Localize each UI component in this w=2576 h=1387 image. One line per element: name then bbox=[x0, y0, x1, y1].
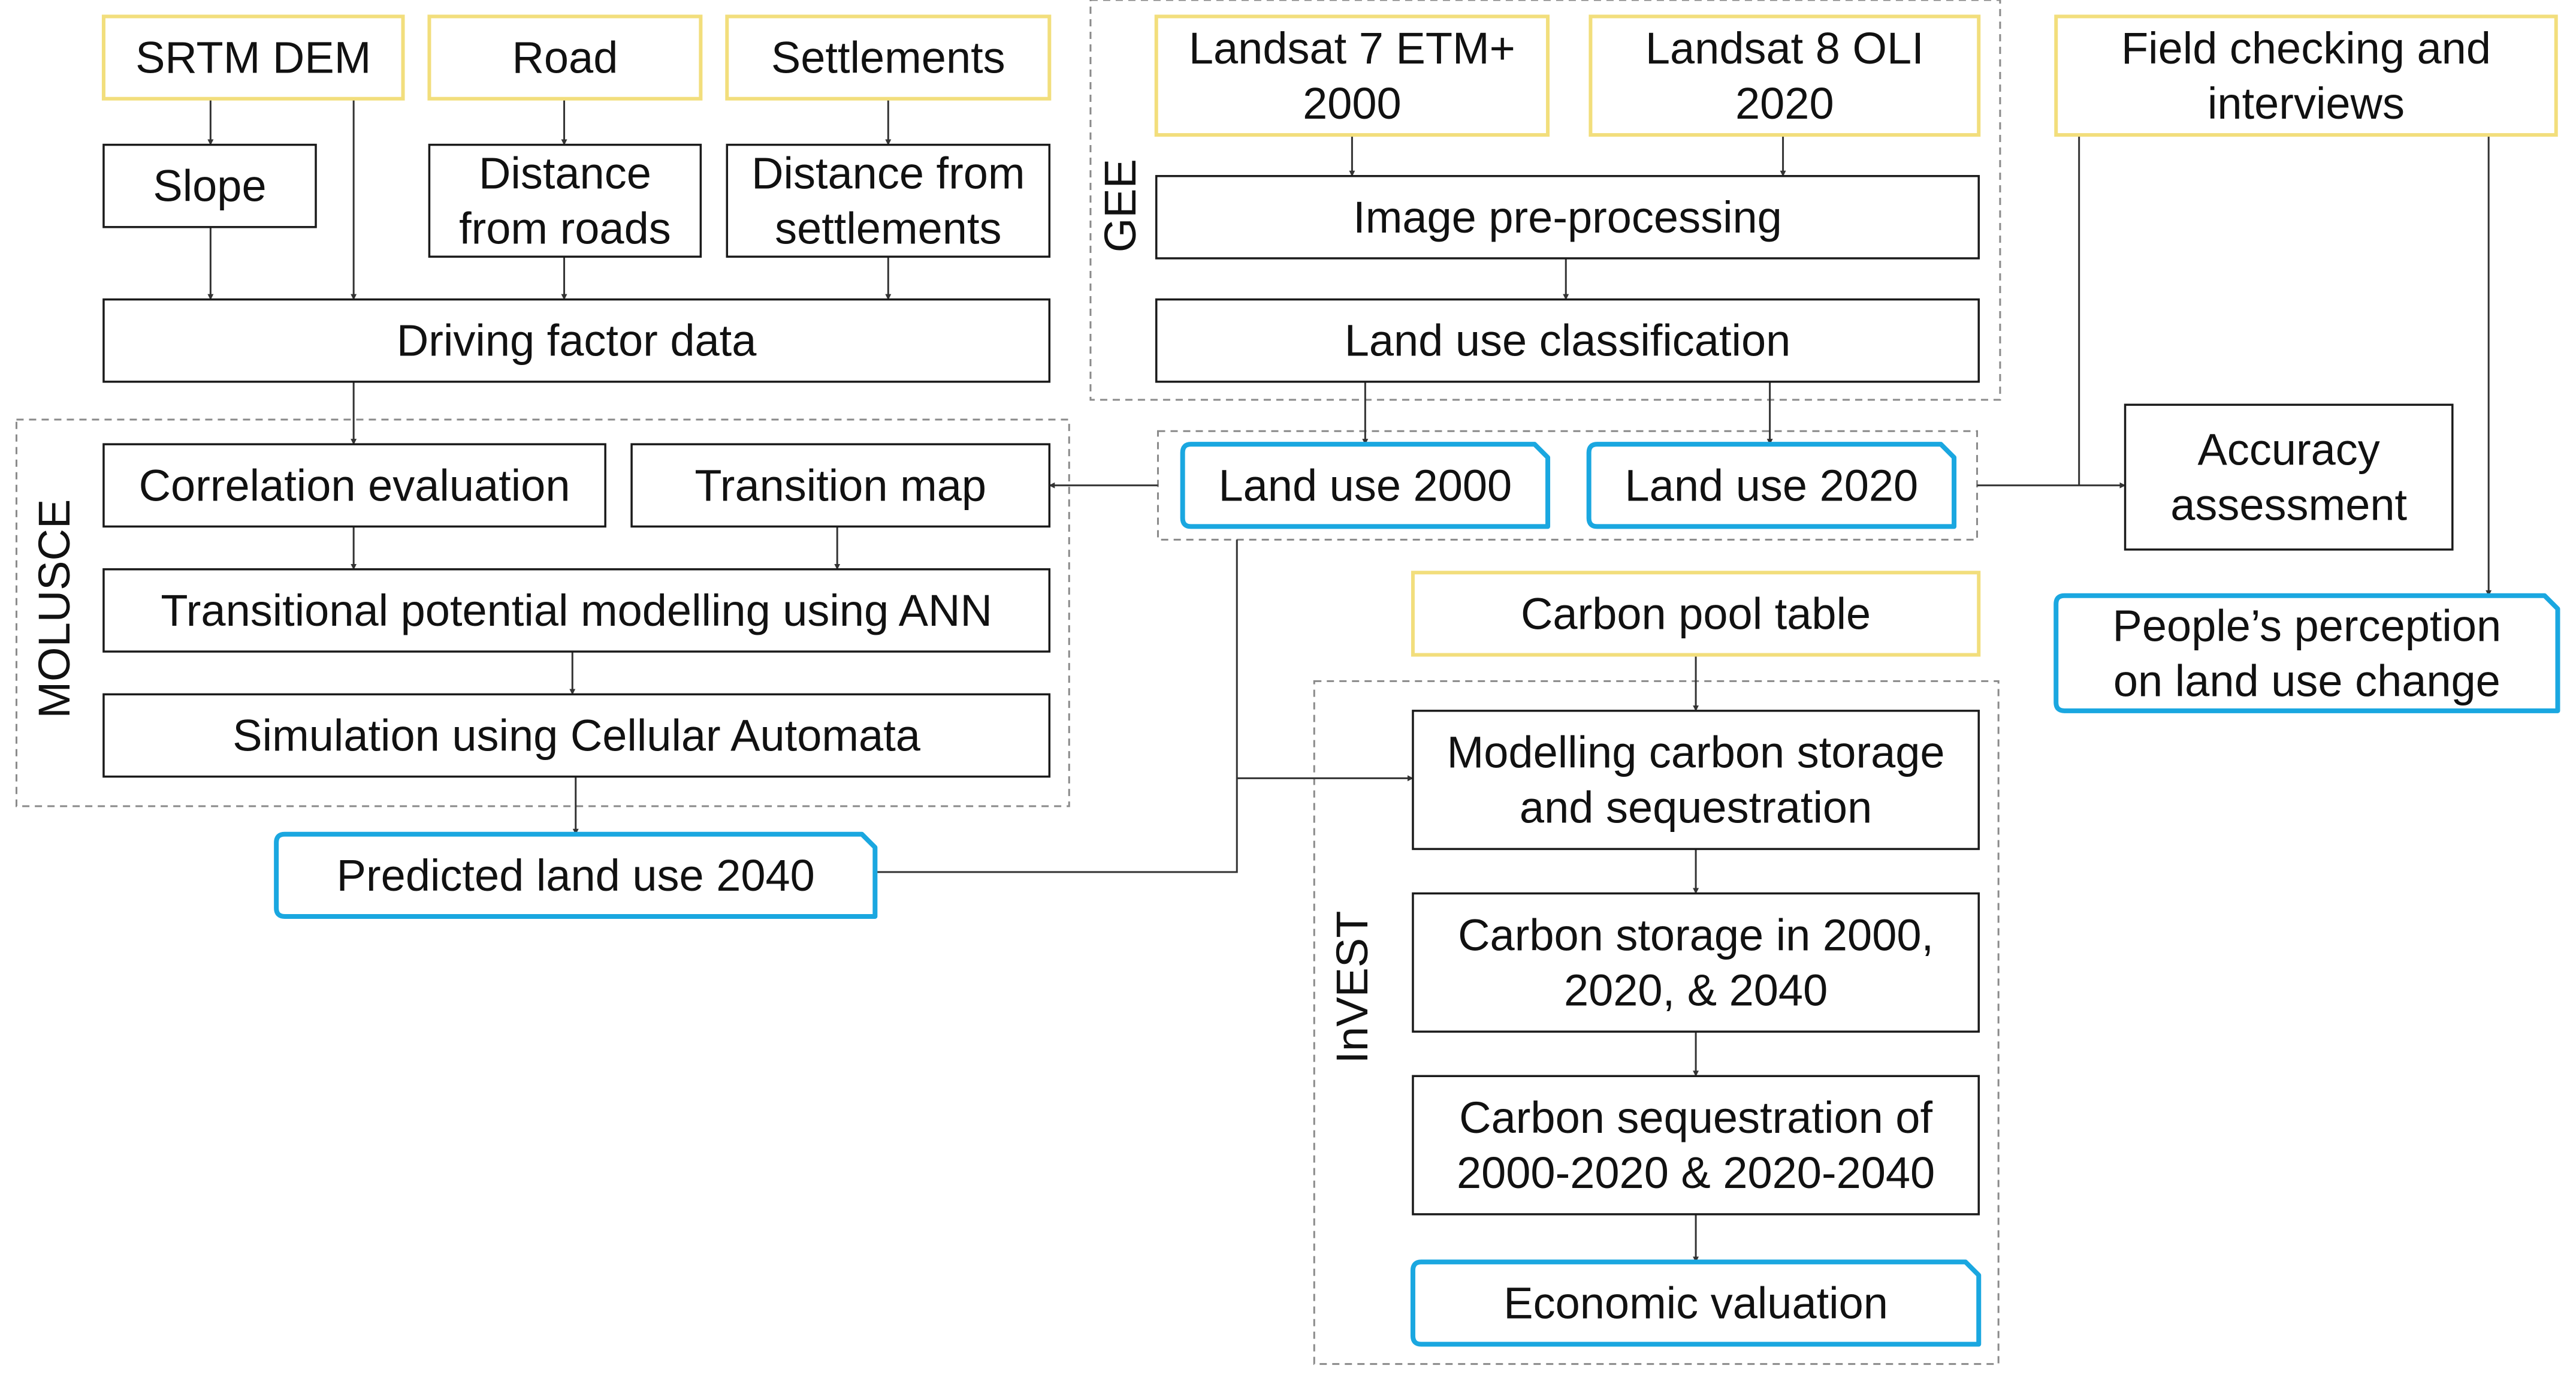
group-invest-container bbox=[1313, 680, 2000, 1365]
node-landuse-2000-label-1: Land use 2000 bbox=[1219, 460, 1512, 510]
node-predicted-2040: Predicted land use 2040 bbox=[274, 831, 878, 919]
node-accuracy-label-2: assessment bbox=[2170, 480, 2407, 530]
node-economic-box bbox=[1410, 1259, 1982, 1347]
node-predicted-2040-label-1: Predicted land use 2040 bbox=[337, 851, 815, 900]
group-gee-container bbox=[1089, 0, 2001, 401]
node-classification-box bbox=[1155, 298, 1980, 383]
node-carbon-sequestration-box bbox=[1412, 1075, 1980, 1216]
node-carbon-storage-box bbox=[1412, 892, 1980, 1033]
node-economic: Economic valuation bbox=[1410, 1259, 1982, 1347]
node-srtm-dem: SRTM DEM bbox=[101, 14, 405, 101]
node-landsat8: Landsat 8 OLI 2020 bbox=[1589, 14, 1981, 137]
node-modelling-carbon-box bbox=[1412, 710, 1980, 851]
node-carbon-pool-label-1: Carbon pool table bbox=[1521, 589, 1871, 638]
node-transition-map: Transition map bbox=[630, 443, 1051, 528]
node-distance-settlements-label-2: settlements bbox=[775, 203, 1001, 253]
node-settlements-box bbox=[725, 14, 1052, 101]
node-landuse-2020: Land use 2020 bbox=[1586, 442, 1957, 529]
node-perception: People’s perception on land use change bbox=[2053, 593, 2560, 713]
node-field-checking-label-2: interviews bbox=[2207, 79, 2405, 128]
node-srtm-dem-box bbox=[101, 14, 405, 101]
node-driving-factor-label-1: Driving factor data bbox=[397, 316, 757, 366]
node-correlation: Correlation evaluation bbox=[102, 443, 606, 528]
edge-lu2000-predicted-to-modelling bbox=[875, 539, 1238, 873]
node-transitional-potential: Transitional potential modelling using A… bbox=[102, 568, 1051, 653]
group-molusce-container bbox=[15, 418, 1070, 807]
node-preprocessing-label-1: Image pre-processing bbox=[1353, 192, 1782, 242]
node-settlements-label-1: Settlements bbox=[771, 33, 1005, 83]
node-driving-factor: Driving factor data bbox=[102, 298, 1051, 383]
node-correlation-label-1: Correlation evaluation bbox=[139, 460, 570, 510]
node-road-label-1: Road bbox=[512, 33, 618, 83]
node-carbon-storage-label-2: 2020, & 2040 bbox=[1564, 965, 1828, 1015]
node-field-checking: Field checking and interviews bbox=[2054, 14, 2558, 137]
node-landsat7-label-2: 2000 bbox=[1303, 79, 1402, 128]
node-simulation-ca: Simulation using Cellular Automata bbox=[102, 693, 1051, 778]
node-landsat8-label-1: Landsat 8 OLI bbox=[1645, 23, 1924, 73]
node-distance-settlements-label-1: Distance from bbox=[751, 148, 1025, 198]
node-economic-label-1: Economic valuation bbox=[1503, 1279, 1888, 1328]
node-preprocessing: Image pre-processing bbox=[1155, 174, 1980, 260]
node-landuse-2000: Land use 2000 bbox=[1180, 442, 1551, 529]
node-road-box bbox=[427, 14, 703, 101]
node-distance-roads-label-2: from roads bbox=[459, 203, 671, 253]
node-predicted-2040-box bbox=[274, 831, 878, 919]
node-landsat7-label-1: Landsat 7 ETM+ bbox=[1189, 23, 1515, 73]
node-srtm-dem-label-1: SRTM DEM bbox=[135, 33, 371, 83]
node-landsat8-box bbox=[1589, 14, 1981, 137]
node-carbon-pool: Carbon pool table bbox=[1411, 571, 1981, 657]
node-landsat7-box bbox=[1154, 14, 1550, 137]
node-transition-map-box bbox=[630, 443, 1051, 528]
node-landuse-2020-box bbox=[1586, 442, 1957, 529]
node-modelling-carbon: Modelling carbon storage and sequestratio… bbox=[1412, 710, 1980, 851]
node-field-checking-box bbox=[2054, 14, 2558, 137]
node-slope-box bbox=[102, 143, 317, 228]
node-carbon-sequestration: Carbon sequestration of 2000-2020 & 2020-… bbox=[1412, 1075, 1980, 1216]
node-carbon-storage: Carbon storage in 2000,2020, & 2040 bbox=[1412, 892, 1980, 1033]
group-molusce-label: MOLUSCE bbox=[29, 499, 79, 719]
node-field-checking-label-1: Field checking and bbox=[2121, 23, 2491, 73]
node-simulation-ca-label-1: Simulation using Cellular Automata bbox=[232, 711, 920, 761]
node-distance-roads-box bbox=[428, 143, 702, 258]
node-accuracy-box bbox=[2124, 403, 2454, 551]
node-carbon-sequestration-label-1: Carbon sequestration of bbox=[1459, 1093, 1932, 1142]
node-preprocessing-box bbox=[1155, 174, 1980, 260]
node-carbon-sequestration-label-2: 2000-2020 & 2020-2040 bbox=[1457, 1148, 1935, 1198]
group-invest-label: InVEST bbox=[1327, 911, 1377, 1064]
node-landuse-2020-label-1: Land use 2020 bbox=[1625, 460, 1919, 510]
node-simulation-ca-box bbox=[102, 693, 1051, 778]
node-accuracy-label-1: Accuracy bbox=[2198, 425, 2380, 475]
node-distance-roads-label-1: Distance bbox=[479, 148, 651, 198]
node-landuse-2000-box bbox=[1180, 442, 1551, 529]
node-perception-box bbox=[2053, 593, 2560, 713]
node-carbon-storage-label-1: Carbon storage in 2000, bbox=[1458, 910, 1934, 960]
node-perception-label-2: on land use change bbox=[2113, 656, 2500, 705]
node-slope-label-1: Slope bbox=[153, 161, 266, 211]
group-gee-label: GEE bbox=[1095, 159, 1145, 252]
node-slope: Slope bbox=[102, 143, 317, 228]
node-classification-label-1: Land use classification bbox=[1345, 316, 1791, 366]
node-modelling-carbon-label-2: and sequestration bbox=[1520, 783, 1872, 833]
node-modelling-carbon-label-1: Modelling carbon storage bbox=[1447, 728, 1945, 777]
node-carbon-pool-box bbox=[1411, 571, 1981, 657]
node-road: Road bbox=[427, 14, 703, 101]
node-transitional-potential-box bbox=[102, 568, 1051, 653]
node-transition-map-label-1: Transition map bbox=[694, 460, 986, 510]
node-distance-settlements-box bbox=[726, 143, 1051, 258]
node-classification: Land use classification bbox=[1155, 298, 1980, 383]
node-landsat8-label-2: 2020 bbox=[1735, 79, 1834, 128]
node-driving-factor-box bbox=[102, 298, 1051, 383]
node-landsat7: Landsat 7 ETM+ 2000 bbox=[1154, 14, 1550, 137]
node-transitional-potential-label-1: Transitional potential modelling using A… bbox=[161, 586, 992, 635]
node-settlements: Settlements bbox=[725, 14, 1052, 101]
node-perception-label-1: People’s perception bbox=[2113, 601, 2502, 650]
node-correlation-box bbox=[102, 443, 606, 528]
